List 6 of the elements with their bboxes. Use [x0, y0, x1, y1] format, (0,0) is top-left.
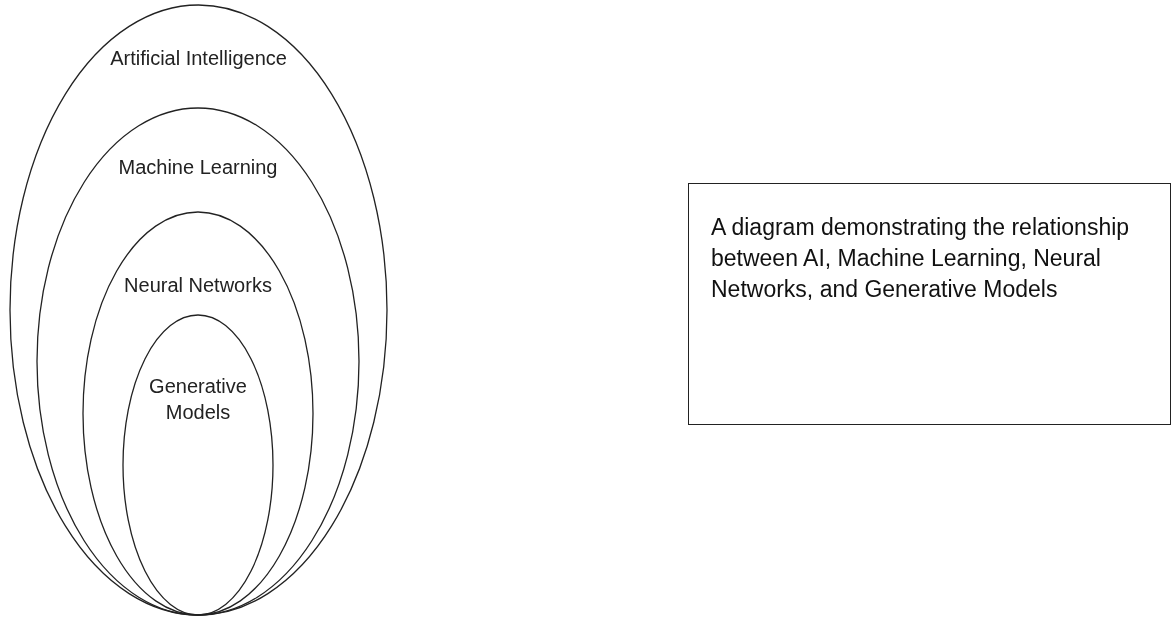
- set-label: Neural Networks: [124, 273, 272, 298]
- set-label: Generative Models: [148, 374, 248, 425]
- set-label: Artificial Intelligence: [110, 46, 287, 71]
- set-label: Machine Learning: [118, 155, 278, 180]
- text-box: [688, 183, 1171, 425]
- description-text: A diagram demonstrating the relationship between AI, Machine Learning, Neural Networks, and Generative Models: [711, 213, 1131, 304]
